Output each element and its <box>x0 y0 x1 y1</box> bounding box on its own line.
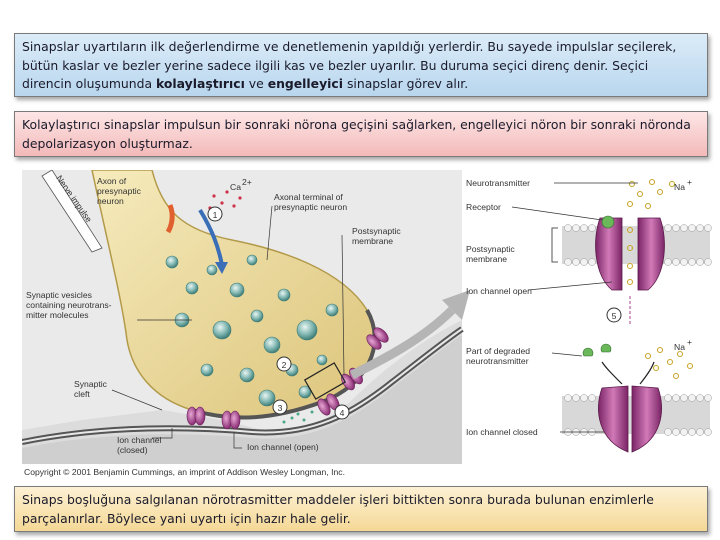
calcium-influx-arrow <box>198 208 224 266</box>
synaptic-vesicles-label: Synaptic vesicles containing neurotrans-… <box>26 290 112 320</box>
zoom-arrowhead <box>442 290 470 320</box>
svg-text:neuron: neuron <box>97 196 124 206</box>
intro-text-box: Sinapslar uyartıların ilk değerlendirme … <box>14 33 708 97</box>
synapse-diagram: Nerve impulse 1 2 3 4 Axon of presynap <box>22 170 470 477</box>
open-channel-right <box>637 217 665 291</box>
svg-text:presynaptic: presynaptic <box>97 186 142 196</box>
intro-text-a: Sinapslar uyartıların ilk değerlendirme … <box>22 39 677 91</box>
postsynaptic-membrane-highlight <box>22 328 463 443</box>
svg-text:presynaptic neuron: presynaptic neuron <box>274 202 347 212</box>
step-4-marker: 4 <box>334 404 350 420</box>
step-5-marker <box>606 307 622 323</box>
step-2-marker: 2 <box>276 356 292 372</box>
step-3-marker: 3 <box>272 399 288 415</box>
closed-channel-left <box>598 385 629 453</box>
zoom-arrow <box>349 306 456 380</box>
sodium-sup-upper: + <box>687 177 692 187</box>
degradation-text-box: Sinaps boşluğuna salgılanan nörotrasmitt… <box>14 486 708 532</box>
calcium-channel <box>165 204 175 234</box>
intro-bold-facilitating: kolaylaştırıcı <box>156 76 245 91</box>
degraded-fragments <box>582 343 612 357</box>
axon-presynaptic-label: Axon of presynaptic neuron <box>97 176 142 206</box>
svg-text:Part of degraded: Part of degraded <box>466 346 530 356</box>
zoom-box <box>303 362 347 400</box>
open-channel-left <box>595 217 623 291</box>
ion-channel-open-label-right: Ion channel open <box>466 286 532 296</box>
bound-neurotransmitter <box>601 215 615 229</box>
postsynaptic-membrane-label: Postsynaptic membrane <box>352 226 401 246</box>
lower-membrane-heads <box>564 394 712 436</box>
svg-text:(closed): (closed) <box>117 445 148 455</box>
postsynaptic-membrane-label-right: Postsynaptic membrane <box>466 244 515 264</box>
svg-text:Axonal terminal of: Axonal terminal of <box>274 192 343 202</box>
receptor-label: Receptor <box>466 202 501 212</box>
membrane-bracket <box>551 227 558 263</box>
svg-text:Synaptic: Synaptic <box>74 379 108 389</box>
right-leader-lines <box>511 182 638 433</box>
ion-channel-open-label: Ion channel (open) <box>247 442 319 452</box>
svg-text:Ion channel: Ion channel <box>117 435 162 445</box>
copyright-text: Copyright © 2001 Benjamin Cummings, an i… <box>24 467 345 477</box>
step-1-marker: 1 <box>207 206 223 222</box>
intro-text-b: ve <box>244 76 268 91</box>
svg-text:2: 2 <box>282 360 287 370</box>
intro-text-c: sinapslar görev alır. <box>343 76 469 91</box>
sodium-label-upper: Na <box>674 182 685 192</box>
svg-text:cleft: cleft <box>74 389 90 399</box>
svg-text:Postsynaptic: Postsynaptic <box>352 226 401 236</box>
sodium-ions-upper <box>626 178 676 286</box>
synaptic-cleft-label: Synaptic cleft <box>74 379 108 399</box>
svg-text:Axon of: Axon of <box>97 176 127 186</box>
svg-text:Postsynaptic: Postsynaptic <box>466 244 515 254</box>
release-arrows <box>601 361 655 385</box>
calcium-influx-arrowhead <box>215 262 228 274</box>
svg-text:mitter molecules: mitter molecules <box>26 310 89 320</box>
nerve-impulse-arrow <box>41 170 103 253</box>
neurotransmitter-label: Neurotransmitter <box>466 178 530 188</box>
svg-text:containing neurotrans-: containing neurotrans- <box>26 300 112 310</box>
postsynaptic-region <box>22 335 462 464</box>
ion-channel-closed-label: Ion channel (closed) <box>117 435 162 455</box>
facilitating-text: Kolaylaştırıcı sinapslar impulsun bir so… <box>22 117 691 151</box>
upper-membrane <box>562 226 710 264</box>
svg-text:1: 1 <box>213 210 218 220</box>
svg-text:Synaptic vesicles: Synaptic vesicles <box>26 290 92 300</box>
svg-text:neurotransmitter: neurotransmitter <box>466 356 529 366</box>
svg-text:2+: 2+ <box>242 177 252 187</box>
calcium-label: Ca 2+ <box>230 177 252 192</box>
sodium-ions-lower <box>644 346 694 380</box>
svg-text:membrane: membrane <box>352 236 393 246</box>
sodium-label-lower: Na <box>674 342 685 352</box>
step-5-text: 5 <box>612 311 617 321</box>
svg-text:3: 3 <box>278 403 283 413</box>
sodium-sup-lower: + <box>687 337 692 347</box>
svg-text:Ca: Ca <box>230 182 241 192</box>
neurotransmitter-molecules <box>282 410 314 424</box>
svg-text:4: 4 <box>340 408 345 418</box>
receptor-channel-diagram: Na + 5 Na + Neurotransmitter Receptor Po… <box>466 170 712 460</box>
degraded-neurotransmitter-label: Part of degraded neurotransmitter <box>466 346 530 366</box>
closed-channel-right <box>631 385 662 453</box>
ion-channel-closed-label-right: Ion channel closed <box>466 427 538 437</box>
facilitating-text-box: Kolaylaştırıcı sinapslar impulsun bir so… <box>14 111 708 157</box>
axonal-terminal-label: Axonal terminal of presynaptic neuron <box>274 192 347 212</box>
svg-text:membrane: membrane <box>466 254 507 264</box>
intro-bold-inhibitory: engelleyici <box>267 76 343 91</box>
leader-lines <box>111 205 345 449</box>
synaptic-vesicles <box>165 254 339 407</box>
degradation-text: Sinaps boşluğuna salgılanan nörotrasmitt… <box>22 492 654 526</box>
